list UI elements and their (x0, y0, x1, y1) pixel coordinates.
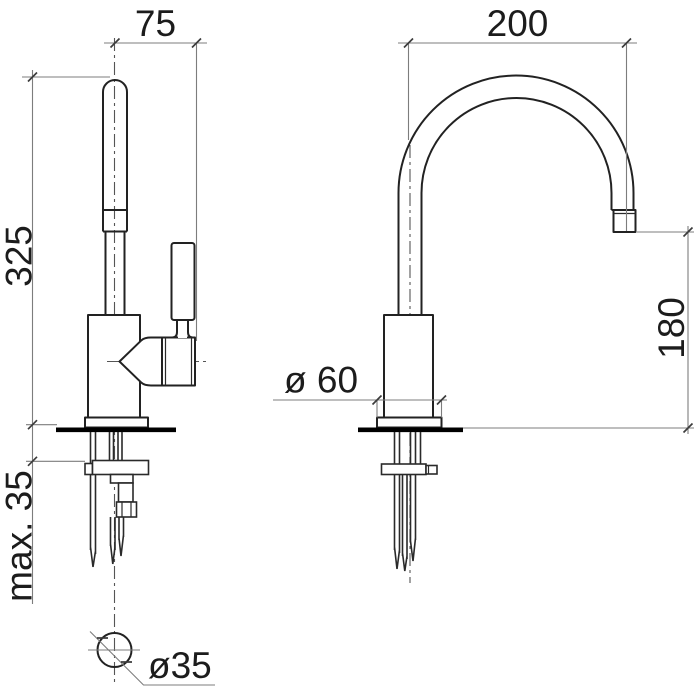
spout-outlet-tube (610, 193, 635, 211)
threaded-shank-front (409, 432, 422, 464)
dimension-200: 200 (398, 3, 637, 231)
valve-housing (161, 336, 196, 387)
dim-200-label: 200 (487, 3, 549, 44)
dimension-annotations: 75 325 max. 35 200 180 (0, 3, 694, 686)
fitting-lip (109, 473, 134, 484)
dim-200-ticks (403, 37, 632, 49)
hose-tail-center (109, 517, 116, 565)
under-deck-side (84, 432, 150, 568)
hose-hex-facets (121, 502, 132, 517)
mounting-nut-tab (84, 462, 94, 476)
dimension-max35: max. 35 (0, 456, 85, 602)
dim-dia60-ticks (371, 394, 447, 406)
side-view (56, 38, 206, 684)
hose-hex-nut (115, 501, 138, 518)
aerator-tip (612, 209, 637, 233)
dim-max35-tick (27, 456, 38, 467)
dim-dia60-extensions (376, 400, 443, 418)
dim-dia35-leader (89, 631, 215, 686)
dimension-180: 180 (463, 226, 694, 434)
dim-dia35-label: ø35 (148, 645, 212, 686)
dim-325-label: 325 (0, 225, 40, 287)
valve-housing-edges (164, 337, 193, 386)
riser-pipe (397, 193, 423, 315)
dim-dia35-ticks (97, 637, 132, 663)
handle-stem (172, 318, 193, 339)
dim-180-label: 180 (651, 297, 692, 359)
dim-325-ticks (27, 71, 38, 430)
spout-tube-outline (102, 79, 128, 232)
handle-stem-fill (178, 318, 187, 338)
hose-tail-right-front (409, 474, 417, 562)
threaded-shank (108, 432, 123, 461)
supply-hose-left (89, 432, 97, 568)
mounting-nut-front (380, 463, 427, 476)
dimension-75: 75 (104, 3, 207, 341)
faucet-body-front (383, 314, 434, 419)
lever-handle (170, 242, 196, 321)
dim-325-extensions (22, 76, 110, 426)
spout-tube-joint-rings (103, 209, 127, 233)
dimension-325: 325 (0, 70, 110, 604)
mounting-nut (91, 459, 150, 476)
valve-cone (118, 336, 162, 387)
base-flange-side (84, 416, 149, 429)
base-flange-front (376, 416, 443, 429)
under-deck-front (380, 432, 438, 572)
spout-arc-inner (420, 97, 613, 194)
dim-75-ticks (109, 37, 202, 49)
dim-75-label: 75 (135, 3, 176, 44)
supply-pipe-left-front (393, 432, 401, 570)
spout-tube-lower (104, 231, 126, 315)
spout-arc-outer (397, 74, 635, 194)
dim-max35-label: max. 35 (0, 470, 40, 602)
front-view (358, 74, 637, 583)
dim-dia60-label: ø 60 (284, 360, 358, 401)
dim-180-ticks (682, 226, 694, 434)
fitting-block (117, 482, 134, 503)
dimension-dia35: ø35 (89, 631, 215, 686)
dim-200-extensions (407, 43, 628, 231)
dim-180-extensions (463, 231, 694, 429)
mounting-nut-tab-front (425, 464, 438, 475)
hose-tail-right (118, 517, 125, 557)
hose-tail-middle-front (401, 474, 408, 572)
dimension-dia60: ø 60 (273, 360, 447, 418)
